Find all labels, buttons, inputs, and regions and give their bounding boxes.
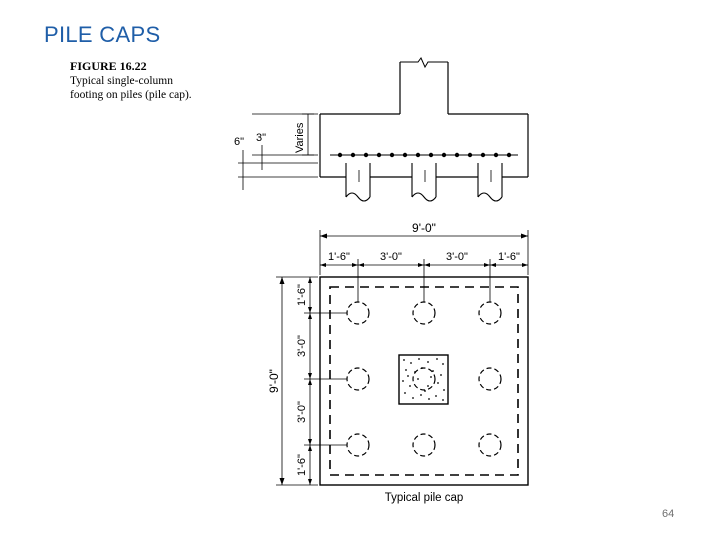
elevation-dimensions [238,113,318,190]
figure-label: FIGURE 16.22 [70,59,147,73]
pile-plan [478,367,502,391]
rebar-dots [337,152,512,158]
dim-varies-label: Varies [294,122,306,153]
elevation-view [238,57,529,202]
overall-width-label: 9'-0" [412,221,436,235]
left-dimension-arrows [279,277,312,485]
figure-caption: Typical single-column footing on piles (… [70,74,250,102]
plan-caption: Typical pile cap [385,492,464,504]
overall-height-label: 9'-0" [267,369,281,393]
pile-plan [412,433,436,457]
dim-3in-label: 3" [256,132,266,144]
top-segment-label: 3'-0" [446,251,468,263]
pile-plan [412,367,436,391]
column-plan [398,354,449,405]
pile-plan [478,301,502,325]
pile-plan [346,433,370,457]
left-segment-label: 3'-0" [296,401,308,423]
left-segment-label: 1'-6" [296,454,308,476]
page-number: 64 [662,508,675,520]
top-dimensions [319,230,529,302]
plan-view [276,230,529,486]
piles-elevation [345,163,503,202]
slide-title: PILE CAPS [44,22,161,47]
pile-plan [412,301,436,325]
pile-elevation [345,163,371,202]
pile-plan [478,433,502,457]
left-segment-label: 1'-6" [296,284,308,306]
dim-6in-label: 6" [234,136,244,148]
top-segment-label: 1'-6" [328,251,350,263]
rebar-boundary [329,286,519,476]
pile-elevation [411,163,437,202]
top-segment-label: 1'-6" [498,251,520,263]
figure-caption-line-2: footing on piles (pile cap). [70,89,192,101]
pile-plan [346,367,370,391]
top-segment-label: 3'-0" [380,251,402,263]
piles-plan [346,301,502,457]
column-stub [399,57,449,114]
footing-section [319,113,529,178]
top-dimension-arrows [320,233,528,267]
figure-caption-line-1: Typical single-column [70,75,173,87]
pile-elevation [477,163,503,202]
pile-plan [346,301,370,325]
column-hatch [402,358,445,401]
left-segment-label: 3'-0" [296,335,308,357]
